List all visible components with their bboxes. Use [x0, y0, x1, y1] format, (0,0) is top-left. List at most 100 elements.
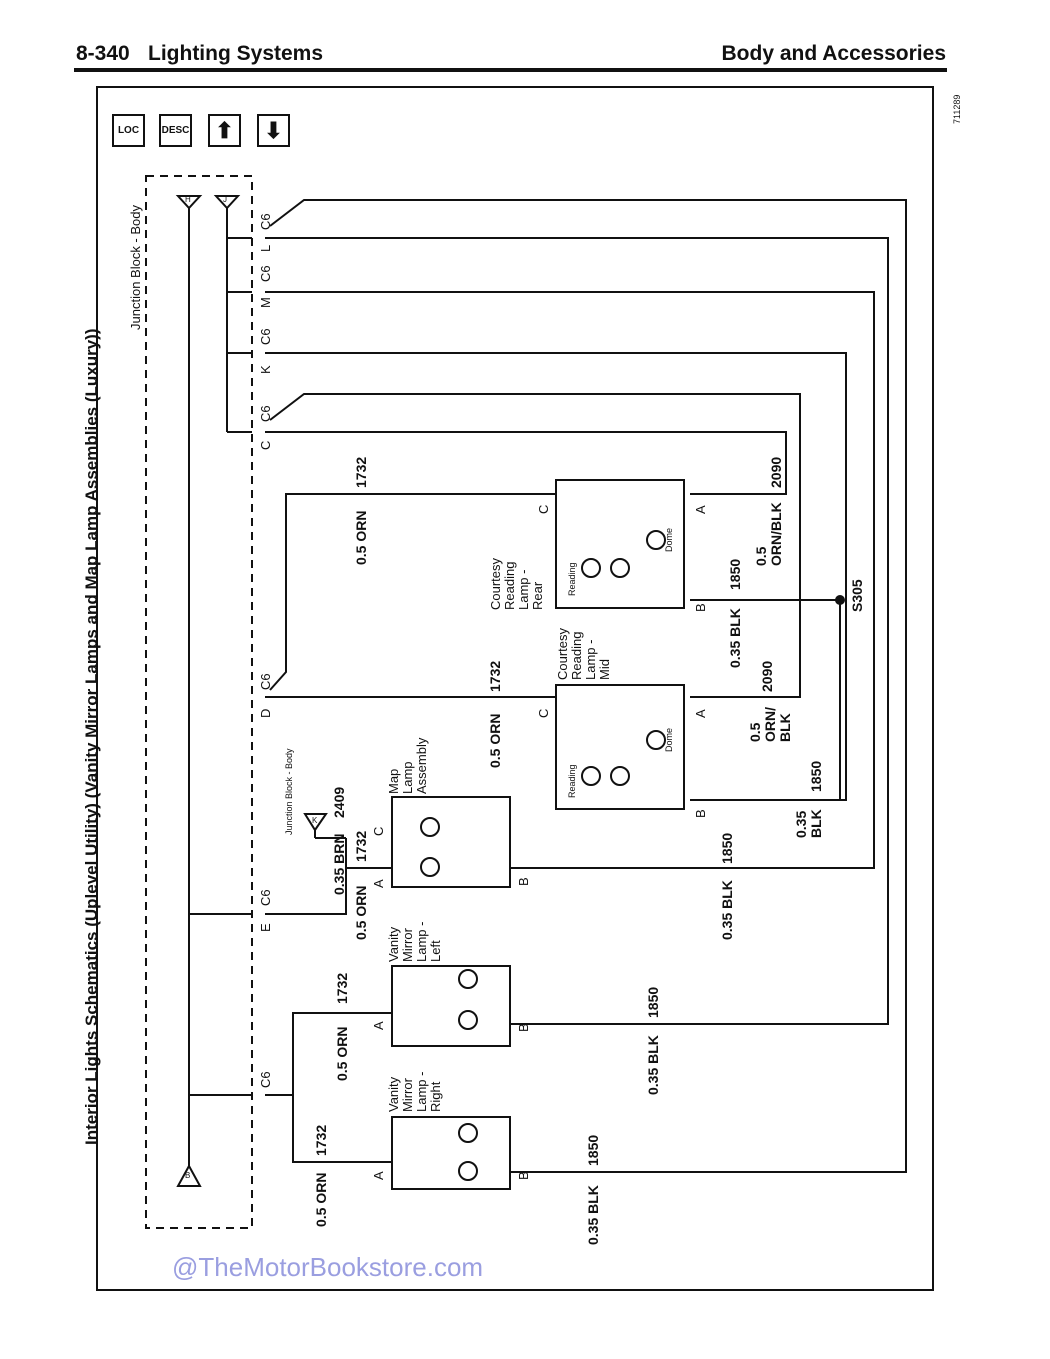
section-title: Lighting Systems [148, 42, 324, 65]
arrow-down-icon[interactable]: ⬇ [257, 114, 290, 147]
map-pin-b: B [516, 877, 531, 886]
wire-circuit-1850-3: 1850 [719, 833, 735, 864]
vmr-label-2: Mirror [400, 1077, 415, 1112]
junction-block-label: Junction Block - Body [128, 204, 143, 330]
wire-label-blk-1: 0.35 BLK [585, 1185, 601, 1245]
wire-circuit-1732-5: 1732 [313, 1125, 329, 1156]
vanity-mirror-lamp-left [391, 965, 511, 1047]
crr-pin-c: C [536, 505, 551, 514]
tri-h-label: H [185, 195, 191, 204]
watermark: @TheMotorBookstore.com [172, 1252, 484, 1282]
wire-label-ornblk-1a: 0.5 [747, 722, 763, 742]
wire-label-blk35-b: BLK [808, 809, 824, 838]
junction-block-small-label: Junction Block - Body [284, 748, 294, 835]
triangle-h [175, 195, 203, 210]
page-number: 8-340 [76, 42, 130, 65]
crm-label-2: Reading [569, 632, 584, 680]
tri-b-label: B [185, 1171, 190, 1180]
wire-label-orn-3: 0.5 ORN [353, 886, 369, 940]
map-label-1: Map [386, 769, 401, 794]
pin-c: C [258, 441, 273, 450]
crr-label-4: Rear [530, 581, 545, 610]
wire-circuit-1732-3: 1732 [353, 831, 369, 862]
map-lamp-assembly [391, 796, 511, 888]
wire-label-ornblk-1c: BLK [777, 713, 793, 742]
vml-label-1: Vanity [386, 926, 401, 962]
vml-label-4: Left [428, 940, 443, 962]
crr-label-1: Courtesy [488, 557, 503, 610]
wire-label-blk-4: 0.35 BLK [727, 608, 743, 668]
vmr-label-1: Vanity [386, 1076, 401, 1112]
vmr-label-4: Right [428, 1081, 443, 1112]
vml-pin-a: A [371, 1021, 386, 1030]
crr-label-3: Lamp - [516, 570, 531, 610]
c6-label-6: C6 [258, 889, 273, 906]
vml-label-3: Lamp - [414, 922, 429, 962]
wire-label-ornblk-2b: ORN/BLK [768, 502, 784, 566]
triangle-k [303, 813, 328, 832]
wire-label-blk35-a: 0.35 [793, 811, 809, 838]
crr-pin-b: B [693, 603, 708, 612]
wire-circuit-1732-4: 1732 [334, 973, 350, 1004]
pin-k: K [258, 365, 273, 374]
c6-label-5: C6 [258, 673, 273, 690]
wire-label-orn-2: 0.5 ORN [487, 714, 503, 768]
splice-s305 [835, 595, 845, 605]
wire-circuit-1850-5: 1850 [808, 761, 824, 792]
wire-label-blk-2: 0.35 BLK [645, 1035, 661, 1095]
vml-pin-b: B [516, 1023, 531, 1032]
wire-circuit-1732-1: 1732 [353, 457, 369, 488]
description-button[interactable]: DESC [159, 114, 192, 147]
wire-circuit-1732-2: 1732 [487, 661, 503, 692]
wire-circuit-1850-2: 1850 [645, 987, 661, 1018]
wire-label-ornblk-2a: 0.5 [753, 546, 769, 566]
vmr-label-3: Lamp - [414, 1072, 429, 1112]
splice-label: S305 [849, 579, 865, 612]
c6-label-1: C6 [258, 213, 273, 230]
wire-label-orn-5: 0.5 ORN [313, 1173, 329, 1227]
map-pin-a: A [371, 879, 386, 888]
triangle-j [213, 195, 241, 210]
vanity-mirror-lamp-right [391, 1116, 511, 1190]
crm-label-1: Courtesy [555, 627, 570, 680]
wire-label-blk-3: 0.35 BLK [719, 880, 735, 940]
wire-circuit-2090-2: 2090 [768, 457, 784, 488]
courtesy-reading-lamp-mid [555, 684, 685, 810]
crm-pin-c: C [536, 709, 551, 718]
wire-circuit-2409: 2409 [331, 787, 347, 818]
crm-pin-b: B [693, 809, 708, 818]
map-pin-c: C [371, 827, 386, 836]
c6-label-3: C6 [258, 328, 273, 345]
pin-m: M [258, 297, 273, 308]
location-button[interactable]: LOC [112, 114, 145, 147]
diagram-frame [96, 86, 934, 1291]
dome-label-rear: Dome [664, 528, 674, 552]
reading-label-mid: Reading [567, 764, 577, 798]
c6-label-7: C6 [258, 1071, 273, 1088]
junction-block-body [145, 175, 253, 1229]
wire-circuit-1850-4: 1850 [727, 559, 743, 590]
pin-l: L [258, 245, 273, 252]
arrow-up-icon[interactable]: ⬆ [208, 114, 241, 147]
courtesy-reading-lamp-rear [555, 479, 685, 609]
dome-label-mid: Dome [664, 728, 674, 752]
map-label-2: Lamp [400, 761, 415, 794]
wire-label-orn-1: 0.5 ORN [353, 511, 369, 565]
header-rule [74, 68, 947, 72]
c6-label-4: C6 [258, 405, 273, 422]
pin-e: E [258, 923, 273, 932]
crm-label-4: Mid [597, 659, 612, 680]
wire-label-orn-4: 0.5 ORN [334, 1027, 350, 1081]
wire-label-brn: 0.35 BRN [331, 834, 347, 895]
crm-label-3: Lamp - [583, 640, 598, 680]
pin-d: D [258, 709, 273, 718]
crr-label-2: Reading [502, 562, 517, 610]
reading-label-rear: Reading [567, 562, 577, 596]
map-label-3: Assembly [414, 737, 429, 794]
vmr-pin-a: A [371, 1171, 386, 1180]
crr-pin-a: A [693, 505, 708, 514]
vmr-pin-b: B [516, 1171, 531, 1180]
wire-label-ornblk-1b: ORN/ [762, 707, 778, 742]
crm-pin-a: A [693, 709, 708, 718]
